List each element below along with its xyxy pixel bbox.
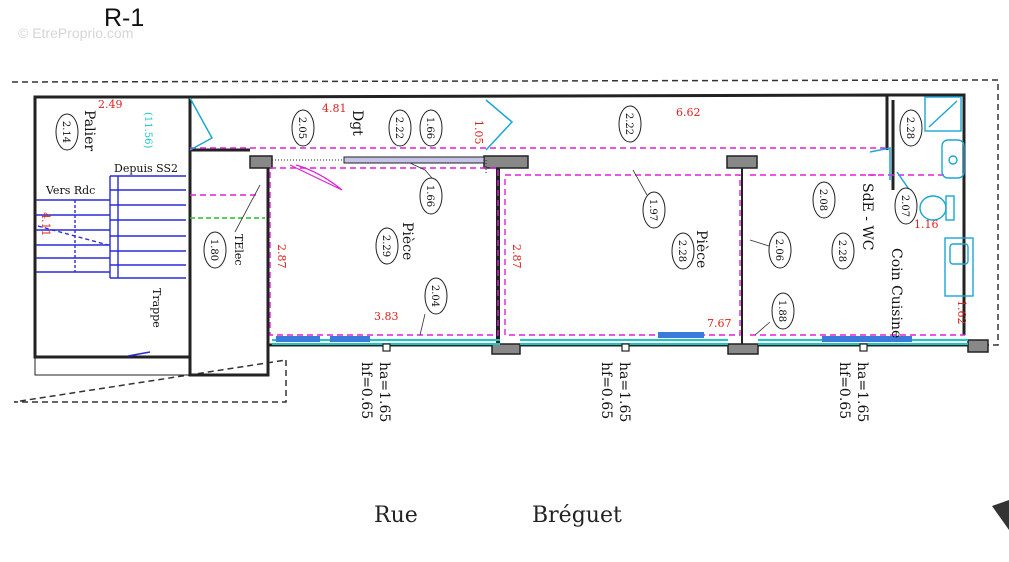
street-name: Bréguet bbox=[532, 503, 622, 528]
sink-fixture bbox=[944, 237, 974, 297]
height-p3-b: 2.08 bbox=[817, 189, 828, 211]
pillars bbox=[249, 155, 989, 355]
height-p2-b: 2.28 bbox=[676, 240, 687, 262]
stairs bbox=[36, 175, 186, 357]
height-dgt-d: 2.22 bbox=[623, 113, 634, 135]
door-arc bbox=[289, 164, 343, 191]
dim-2-49: 2.49 bbox=[98, 98, 123, 111]
height-p3-c: 2.28 bbox=[836, 240, 847, 262]
sliding-partition bbox=[343, 156, 485, 164]
magenta-dashes bbox=[190, 147, 965, 336]
room-piece-2: Pièce bbox=[693, 230, 709, 268]
height-p3-a: 2.06 bbox=[773, 239, 784, 261]
height-stair-col: 1.80 bbox=[208, 239, 219, 261]
dim-6-62: 6.62 bbox=[676, 106, 701, 119]
floor-label: R-1 bbox=[104, 4, 145, 32]
room-coin-cuisine: Coin Cuisine bbox=[888, 248, 904, 338]
window-blue-marks bbox=[276, 332, 912, 342]
window-1-ha: ha=1.65 bbox=[376, 362, 392, 422]
room-dgt: Dgt bbox=[349, 110, 365, 136]
label-trappe: Trappe bbox=[150, 288, 163, 328]
height-dgt-c: 1.66 bbox=[424, 117, 435, 139]
height-p1-c: 2.04 bbox=[429, 285, 440, 307]
watermark: © EtreProprio.com bbox=[18, 25, 134, 41]
height-p1-b: 2.29 bbox=[380, 235, 391, 257]
label-depuis-ss2: Depuis SS2 bbox=[114, 162, 178, 175]
washbasin-fixture bbox=[941, 139, 965, 179]
dim-1-62: 1.62 bbox=[955, 300, 968, 325]
dim-2-87-a: 2.87 bbox=[275, 244, 288, 269]
height-dgt-b: 2.22 bbox=[393, 117, 404, 139]
height-p2-a: 1.97 bbox=[647, 199, 658, 221]
height-palier: 2.14 bbox=[60, 121, 71, 143]
leader-lines bbox=[234, 162, 771, 336]
room-piece-1: Pièce bbox=[399, 222, 415, 260]
toilet-fixture bbox=[919, 195, 955, 221]
door-swings bbox=[189, 97, 916, 199]
height-p1-a: 1.66 bbox=[424, 185, 435, 207]
height-p3-d: 1.88 bbox=[776, 300, 787, 322]
dotted-opening bbox=[272, 159, 487, 175]
window-3-hf: hf=0.65 bbox=[836, 362, 852, 419]
dim-7-67: 7.67 bbox=[707, 317, 732, 330]
dim-4-81: 4.81 bbox=[322, 102, 347, 115]
street-rue: Rue bbox=[374, 503, 418, 528]
window-3-ha: ha=1.65 bbox=[854, 362, 870, 422]
window-2-ha: ha=1.65 bbox=[616, 362, 632, 422]
shower-fixture bbox=[924, 96, 962, 132]
height-sde-b: 2.07 bbox=[899, 195, 910, 217]
room-palier: Palier bbox=[81, 110, 97, 151]
height-dgt-a: 2.05 bbox=[296, 117, 307, 139]
dim-2-87-b: 2.87 bbox=[510, 244, 523, 269]
north-arrow-icon bbox=[992, 500, 1009, 530]
label-telec: TElec bbox=[232, 234, 245, 266]
outer-boundary bbox=[11, 79, 999, 403]
room-sde-wc: SdE - WC bbox=[859, 183, 875, 251]
dim-cyan: (11.56) bbox=[142, 112, 153, 149]
label-vers-rdc: Vers Rdc bbox=[45, 184, 95, 197]
window-2-hf: hf=0.65 bbox=[598, 362, 614, 419]
dim-1-05: 1.05 bbox=[472, 120, 485, 145]
dim-1-16: 1.16 bbox=[914, 218, 939, 231]
dim-4-11: 4.11 bbox=[39, 212, 52, 237]
height-sde: 2.28 bbox=[904, 117, 915, 139]
height-markers bbox=[55, 105, 923, 330]
window-1-hf: hf=0.65 bbox=[358, 362, 374, 419]
dim-3-83: 3.83 bbox=[374, 310, 399, 323]
window-anchors bbox=[382, 343, 868, 352]
